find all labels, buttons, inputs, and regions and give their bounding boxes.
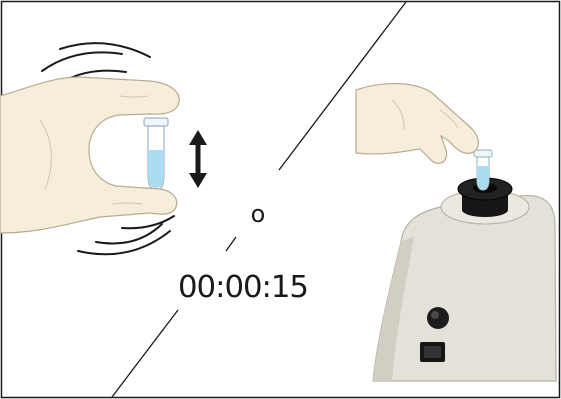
divider-segment-middle [226, 237, 236, 251]
left-panel [0, 43, 207, 254]
tube-liquid [148, 150, 164, 188]
right-hand [356, 84, 478, 164]
tube-cap [474, 150, 492, 157]
vortex-mixer-icon [373, 178, 556, 381]
motion-arc [96, 224, 162, 244]
timer-display: 00:00:15 [178, 270, 308, 305]
arrow-head-down [189, 173, 207, 188]
motion-arc [122, 216, 174, 228]
motion-arc [60, 43, 150, 57]
motion-arc [42, 52, 122, 71]
tube-liquid [477, 166, 489, 189]
mixer-cup-base [462, 203, 508, 217]
arrow-head-up [189, 130, 207, 145]
switch-icon [420, 342, 445, 362]
switch-rocker [424, 346, 441, 358]
up-down-arrow-icon [189, 130, 207, 188]
tube-cap [144, 118, 168, 126]
hand-icon [356, 84, 478, 164]
knob-icon [427, 307, 449, 329]
right-panel [356, 84, 556, 382]
microtube-icon [144, 118, 168, 190]
divider-segment-bottom [112, 310, 178, 397]
knob-highlight [431, 311, 439, 319]
speed-knob [427, 307, 449, 329]
or-separator-label: o [251, 200, 266, 228]
